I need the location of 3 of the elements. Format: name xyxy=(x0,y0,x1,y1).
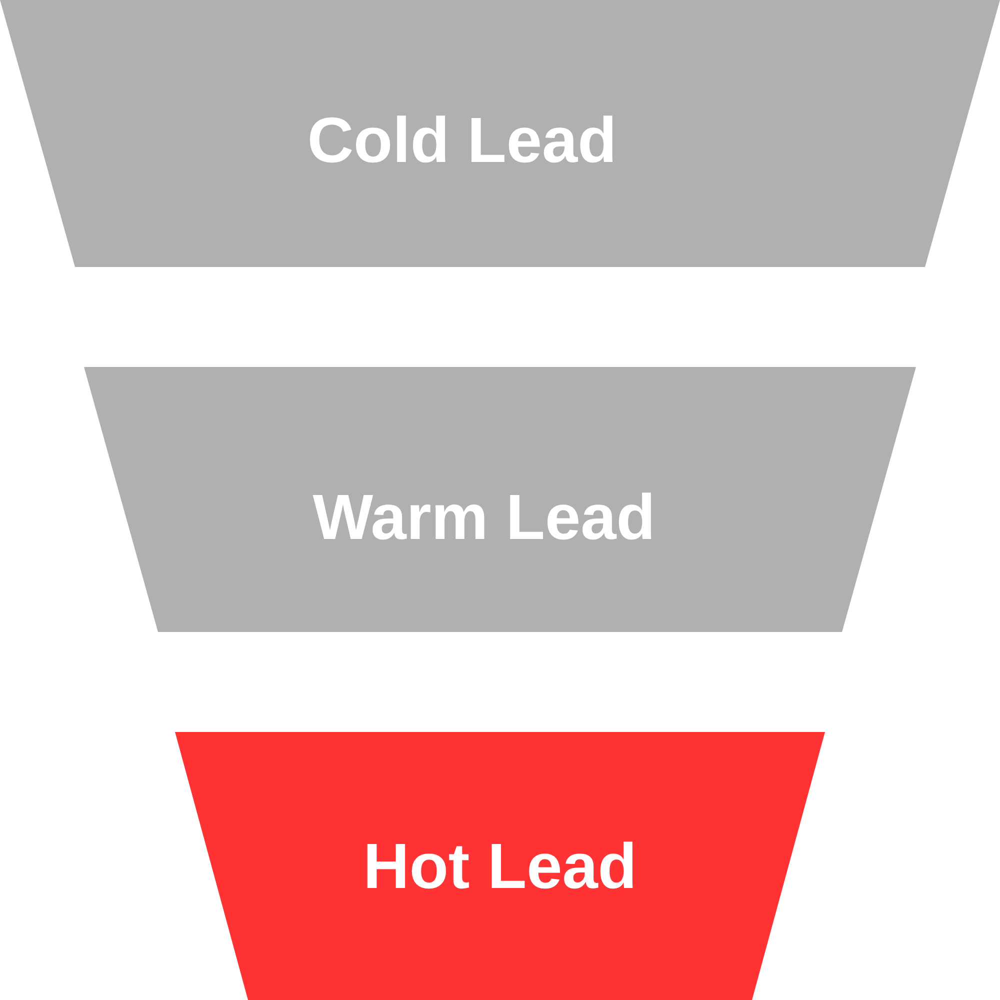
stage-label: Hot Lead xyxy=(363,830,637,902)
stage-label: Warm Lead xyxy=(312,481,656,553)
stage-label: Cold Lead xyxy=(307,104,617,176)
